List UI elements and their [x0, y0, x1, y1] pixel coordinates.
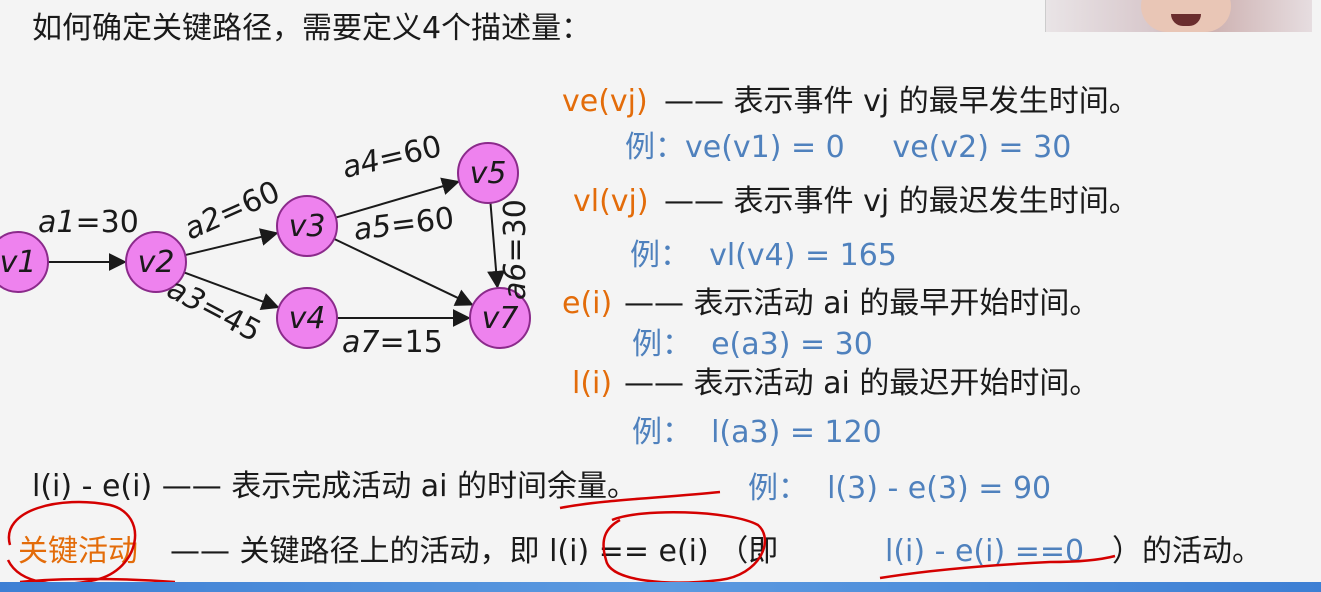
edge-label-v3-v5: a4=60	[339, 130, 445, 186]
slack-definition: l(i) - e(i) —— 表示完成活动 ai 的时间余量。	[32, 469, 638, 504]
bottom-status-bar	[0, 582, 1321, 592]
node-label-v7: v7	[482, 301, 519, 336]
vl-description: —— 表示事件 vj 的最迟发生时间。	[664, 184, 1139, 219]
edge-label-v4-v7: a7=15	[342, 325, 443, 360]
node-v7	[469, 287, 531, 349]
node-label-v2: v2	[138, 245, 175, 280]
critical-activity-term: 关键活动	[18, 534, 138, 569]
node-label-v3: v3	[289, 209, 326, 244]
ve-term: ve(vj)	[562, 84, 648, 119]
critical-activity-formula: l(i) - e(i) ==0	[885, 534, 1085, 569]
vl-term: vl(vj)	[573, 184, 649, 219]
presenter-mouth	[1171, 14, 1201, 26]
edge-v3-v7	[333, 238, 474, 306]
slack-example: 例： l(3) - e(3) = 90	[748, 471, 1052, 506]
node-label-v5: v5	[470, 156, 507, 191]
ve-example: 例：ve(v1) = 0 ve(v2) = 30	[625, 130, 1072, 165]
e-example: 例： e(a3) = 30	[632, 327, 873, 362]
l-example: 例： l(a3) = 120	[632, 415, 882, 450]
critical-activity-description: —— 关键路径上的活动，即 l(i) == e(i) （即	[170, 534, 779, 569]
edge-v3-v5	[335, 177, 460, 219]
node-label-v1: v1	[0, 245, 36, 280]
edge-v2-v4	[183, 271, 280, 311]
node-v5	[457, 142, 519, 204]
critical-activity-tail: ）的活动。	[1112, 534, 1262, 569]
edge-label-v3-v7: a5=60	[352, 201, 456, 248]
e-term: e(i)	[562, 286, 613, 321]
node-v2	[125, 231, 187, 293]
edge-label-v5-v7: a6=30	[498, 199, 533, 300]
ve-description: —— 表示事件 vj 的最早发生时间。	[664, 84, 1139, 119]
node-v1	[0, 231, 49, 293]
vl-example: 例： vl(v4) = 165	[630, 238, 897, 273]
e-description: —— 表示活动 ai 的最早开始时间。	[624, 286, 1100, 321]
slide-heading: 如何确定关键路径，需要定义4个描述量：	[32, 11, 592, 46]
node-label-v4: v4	[289, 301, 326, 336]
l-description: —— 表示活动 ai 的最迟开始时间。	[624, 366, 1100, 401]
edge-v2-v3	[184, 228, 279, 257]
edge-label-v1-v2: a1=30	[38, 205, 139, 240]
node-v3	[276, 195, 338, 257]
edge-label-v2-v3: a2=60	[179, 174, 285, 247]
webcam-overlay	[1045, 0, 1312, 32]
l-term: l(i)	[572, 366, 613, 401]
node-v4	[276, 287, 338, 349]
edge-v5-v7	[487, 202, 506, 289]
